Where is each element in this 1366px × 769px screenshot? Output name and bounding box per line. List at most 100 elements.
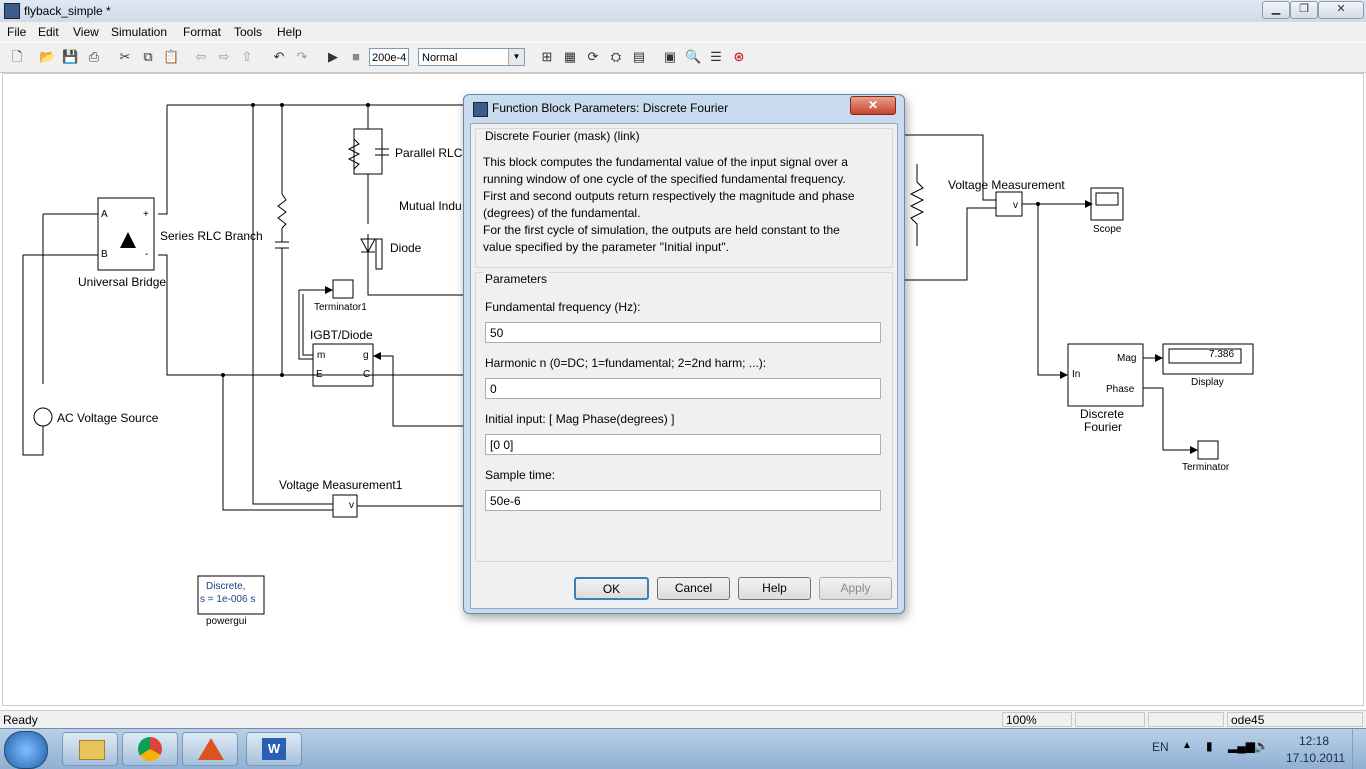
menu-format[interactable]: Format xyxy=(183,25,222,39)
new-file-icon[interactable]: 🗋 xyxy=(11,49,23,64)
paste-icon[interactable]: 📋 xyxy=(163,49,180,64)
description-line: running window of one cycle of the speci… xyxy=(483,172,846,186)
display-label: Display xyxy=(1191,377,1224,388)
discrete-fourier-label-2: Fourier xyxy=(1084,420,1123,434)
model-explorer-icon[interactable]: ▤ xyxy=(632,49,646,64)
matlab-taskbar-button[interactable] xyxy=(182,732,238,766)
df-in-port: In xyxy=(1072,369,1081,380)
menu-view[interactable]: View xyxy=(73,25,99,39)
sample-time-input[interactable]: 50e-6 xyxy=(485,490,881,511)
close-icon: ✕ xyxy=(867,98,879,112)
word-taskbar-button[interactable]: W xyxy=(246,732,302,766)
ok-button[interactable]: OK xyxy=(574,577,649,600)
chevron-down-icon: ▼ xyxy=(508,49,524,65)
description-group xyxy=(475,128,893,268)
clock-time[interactable]: 12:18 xyxy=(1299,734,1330,748)
open-folder-icon[interactable]: 📂 xyxy=(39,49,56,64)
dialog-title: Function Block Parameters: Discrete Four… xyxy=(492,101,729,115)
fundamental-frequency-input[interactable]: 50 xyxy=(485,322,881,343)
redo-icon[interactable]: ↷ xyxy=(296,49,308,64)
status-cell-empty-1 xyxy=(1075,712,1145,727)
list-icon[interactable]: ☰ xyxy=(710,49,722,64)
close-window-button[interactable]: ✕ xyxy=(1318,1,1364,19)
refresh-icon[interactable]: ⟳ xyxy=(587,49,599,64)
menu-tools[interactable]: Tools xyxy=(234,25,263,39)
stop-time-input[interactable]: 200e-4 xyxy=(369,48,409,66)
status-cell-empty-2 xyxy=(1148,712,1224,727)
window-title: flyback_simple * xyxy=(24,4,111,18)
build-icon[interactable]: ⊞ xyxy=(541,49,553,64)
minimize-button[interactable]: ▁ xyxy=(1262,1,1290,19)
toolbar: 🗋 📂 💾 ⎙ ✂ ⧉ 📋 ⇦ ⇨ ⇧ ↶ ↷ ▶ ■ 200e-4 Norma… xyxy=(0,43,1366,73)
menu-simulation[interactable]: Simulation xyxy=(111,25,168,39)
update-diagram-icon[interactable]: ▦ xyxy=(563,49,577,64)
port-label-minus: - xyxy=(145,249,149,260)
description-line: For the first cycle of simulation, the o… xyxy=(483,223,840,237)
print-icon[interactable]: ⎙ xyxy=(88,49,100,64)
simulation-mode-select[interactable]: Normal ▼ xyxy=(418,48,525,66)
library-browser-icon[interactable]: ▣ xyxy=(663,49,677,64)
menu-file[interactable]: File xyxy=(7,25,27,39)
stop-simulation-icon[interactable]: ■ xyxy=(352,49,360,64)
description-line: (degrees) of the fundamental. xyxy=(483,206,641,220)
target-icon[interactable]: ⊛ xyxy=(733,49,745,64)
cancel-button[interactable]: Cancel xyxy=(657,577,730,600)
debug-icon[interactable]: ⛭ xyxy=(610,49,622,64)
port-label-g: g xyxy=(363,350,369,361)
cut-icon[interactable]: ✂ xyxy=(119,49,131,64)
apply-button[interactable]: Apply xyxy=(819,577,892,600)
battery-icon[interactable]: ▮ xyxy=(1206,739,1213,753)
port-label-c: C xyxy=(363,369,371,380)
frequency-label: Fundamental frequency (Hz): xyxy=(485,300,641,314)
initial-input-field[interactable]: [0 0] xyxy=(485,434,881,455)
port-label-b: B xyxy=(101,249,108,260)
save-icon[interactable]: 💾 xyxy=(62,49,79,64)
copy-icon[interactable]: ⧉ xyxy=(143,49,153,64)
taskbar: W EN ▲ ▮ ▂▄▆ 🔊 12:18 17.10.2011 xyxy=(0,728,1366,769)
volume-icon[interactable]: 🔊 xyxy=(1254,739,1269,753)
port-label-m: m xyxy=(317,350,326,361)
description-line: This block computes the fundamental valu… xyxy=(483,155,848,169)
show-desktop-button[interactable] xyxy=(1352,729,1366,769)
chrome-taskbar-button[interactable] xyxy=(122,732,178,766)
ac-voltage-source-label: AC Voltage Source xyxy=(57,411,159,425)
display-value: 7.386 xyxy=(1209,349,1235,360)
up-arrow-icon[interactable]: ⇧ xyxy=(241,49,253,64)
series-rlc-label: Series RLC Branch xyxy=(160,229,263,243)
menu-edit[interactable]: Edit xyxy=(38,25,59,39)
explorer-taskbar-button[interactable] xyxy=(62,732,118,766)
dialog-close-button[interactable]: ✕ xyxy=(850,96,896,115)
block-description: This block computes the fundamental valu… xyxy=(483,154,893,256)
solver-name: ode45 xyxy=(1227,712,1363,727)
parameters-header: Parameters xyxy=(483,272,550,286)
terminator1-label: Terminator1 xyxy=(314,302,367,313)
clock-date[interactable]: 17.10.2011 xyxy=(1286,751,1346,765)
start-button[interactable] xyxy=(4,731,48,769)
window-titlebar: flyback_simple * ▁ ❐ ✕ xyxy=(0,0,1366,23)
folder-icon xyxy=(79,740,105,760)
zoom-level: 100% xyxy=(1002,712,1072,727)
port-label-plus: + xyxy=(143,209,149,220)
description-line: First and second outputs return respecti… xyxy=(483,189,855,203)
df-mag-port: Mag xyxy=(1117,353,1137,364)
show-hidden-icons-icon[interactable]: ▲ xyxy=(1182,740,1192,751)
network-signal-icon[interactable]: ▂▄▆ xyxy=(1228,739,1255,753)
port-label-a: A xyxy=(101,209,108,220)
sample-time-label: Sample time: xyxy=(485,468,556,482)
language-indicator[interactable]: EN xyxy=(1152,740,1169,754)
undo-icon[interactable]: ↶ xyxy=(273,49,285,64)
run-simulation-icon[interactable]: ▶ xyxy=(328,49,338,64)
back-arrow-icon[interactable]: ⇦ xyxy=(195,49,207,64)
dialog-body: Discrete Fourier (mask) (link) This bloc… xyxy=(470,123,898,609)
block-parameters-dialog: Function Block Parameters: Discrete Four… xyxy=(463,94,905,614)
forward-arrow-icon[interactable]: ⇨ xyxy=(218,49,230,64)
help-button[interactable]: Help xyxy=(738,577,811,600)
harmonic-input[interactable]: 0 xyxy=(485,378,881,399)
maximize-button[interactable]: ❐ xyxy=(1290,1,1318,19)
igbt-diode-label: IGBT/Diode xyxy=(310,328,373,342)
dialog-app-icon xyxy=(473,102,488,117)
menu-help[interactable]: Help xyxy=(277,25,302,39)
parallel-rlc-label: Parallel RLC xyxy=(395,146,463,160)
search-icon[interactable]: 🔍 xyxy=(685,49,702,64)
voltage-measurement1-label: Voltage Measurement1 xyxy=(279,478,403,492)
